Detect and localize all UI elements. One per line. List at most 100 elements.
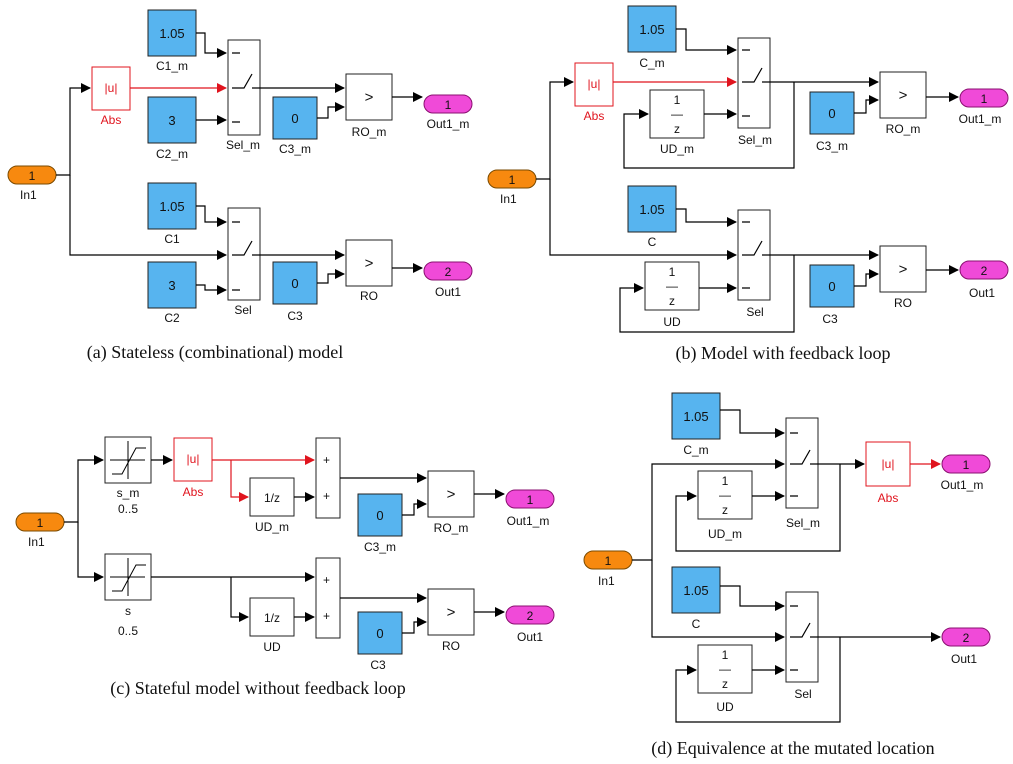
c-block[interactable]	[671, 566, 721, 614]
c2-block[interactable]	[147, 261, 197, 309]
ud-block[interactable]	[644, 261, 700, 311]
c3m-block[interactable]	[809, 91, 855, 135]
udm-block[interactable]	[697, 470, 753, 520]
out1-port[interactable]	[941, 627, 991, 647]
ro-operator: >	[365, 255, 374, 272]
c3-block[interactable]	[357, 611, 403, 655]
panel-c-wires	[64, 455, 505, 634]
c3m-block[interactable]	[272, 96, 318, 140]
sel-switch-glyph	[742, 221, 770, 289]
sm-range: 0..5	[118, 502, 138, 516]
udm-denominator: z	[722, 503, 728, 517]
caption-a: (a) Stateless (combinational) model	[87, 342, 343, 363]
out1m-port[interactable]	[505, 489, 555, 509]
c2-label: C2	[164, 311, 180, 325]
in1-port-number: 1	[29, 169, 36, 183]
ud-bar: —	[719, 662, 731, 676]
out1m-label: Out1_m	[427, 117, 470, 131]
cm-block[interactable]	[627, 5, 677, 53]
ud-block[interactable]	[249, 597, 295, 637]
c-block[interactable]	[627, 185, 677, 233]
ud-numerator: 1	[722, 648, 729, 662]
out1m-port[interactable]	[941, 454, 991, 474]
c3-label: C3	[822, 312, 838, 326]
selm-label: Sel_m	[738, 133, 772, 147]
ro-block[interactable]	[879, 245, 927, 293]
sel-label: Sel	[794, 687, 811, 701]
c3m-block[interactable]	[357, 493, 403, 537]
in1-label: In1	[28, 535, 45, 549]
ro-block[interactable]	[345, 239, 393, 287]
sum-block[interactable]	[315, 557, 341, 639]
abs-block[interactable]	[91, 66, 131, 111]
out1m-port[interactable]	[959, 88, 1009, 108]
out1-port[interactable]	[959, 260, 1009, 280]
abs-text: |u|	[588, 77, 601, 91]
c2m-block[interactable]	[147, 96, 197, 144]
abs-block[interactable]	[173, 437, 213, 482]
ud-bar: —	[666, 279, 678, 293]
out1m-port-number: 1	[527, 493, 534, 507]
selm-block[interactable]	[737, 37, 771, 129]
ro-block[interactable]	[427, 588, 475, 636]
panel-d-wires	[632, 409, 941, 723]
abs-block[interactable]	[574, 62, 614, 107]
udm-bar: —	[671, 107, 683, 121]
ud-label: UD	[663, 315, 681, 329]
in1-port-number: 1	[605, 554, 612, 568]
sel-label: Sel	[234, 303, 251, 317]
out1-port-number: 2	[527, 609, 534, 623]
ro-label: RO	[360, 289, 378, 303]
caption-d: (d) Equivalence at the mutated location	[651, 738, 934, 759]
c3m-value: 0	[376, 508, 383, 523]
c1m-label: C1_m	[156, 59, 188, 73]
abs-block[interactable]	[865, 441, 911, 487]
c-value: 1.05	[639, 202, 664, 217]
rom-block[interactable]	[879, 71, 927, 119]
ud-label: UD	[716, 700, 734, 714]
udm-bar: —	[719, 488, 731, 502]
rom-block[interactable]	[345, 73, 393, 121]
out1m-port-number: 1	[981, 92, 988, 106]
c1m-block[interactable]	[147, 9, 197, 57]
out1-label: Out1	[969, 286, 995, 300]
saturation-icon	[110, 441, 146, 479]
udm-label: UD_m	[708, 527, 742, 541]
selm-switch-glyph	[232, 52, 260, 123]
abs-label: Abs	[584, 109, 605, 123]
ud-block[interactable]	[697, 644, 753, 694]
caption-b: (b) Model with feedback loop	[676, 343, 891, 364]
abs-text: |u|	[105, 81, 118, 95]
udm-block[interactable]	[249, 477, 295, 517]
c1-label: C1	[164, 232, 180, 246]
out1m-label: Out1_m	[507, 514, 550, 528]
c3-block[interactable]	[272, 261, 318, 305]
c3-label: C3	[287, 309, 303, 323]
in1-label: In1	[20, 188, 37, 202]
sel-switch-glyph	[790, 605, 818, 671]
c2-value: 3	[168, 278, 175, 293]
summ-block[interactable]	[315, 437, 341, 519]
cm-block[interactable]	[671, 392, 721, 440]
out1m-port[interactable]	[423, 94, 473, 114]
in1-port-number: 1	[509, 173, 516, 187]
rom-operator: >	[899, 87, 908, 104]
abs-text: |u|	[882, 457, 895, 471]
udm-denominator: z	[674, 122, 680, 136]
out1-port[interactable]	[505, 605, 555, 625]
abs-text: |u|	[187, 452, 200, 466]
out1-label: Out1	[517, 630, 543, 644]
s-range: 0..5	[118, 624, 138, 638]
c1-block[interactable]	[147, 182, 197, 230]
c3-value: 0	[828, 279, 835, 294]
c3-value: 0	[376, 626, 383, 641]
panel-d: 1 In1 1.05 C_m 1 — z UD_m Sel_m |u| Abs …	[583, 392, 991, 759]
panel-a-wires	[56, 32, 423, 295]
cm-label: C_m	[639, 56, 664, 70]
rom-label: RO_m	[886, 122, 921, 136]
rom-operator: >	[365, 89, 374, 106]
ro-label: RO	[442, 639, 460, 653]
udm-label: UD_m	[660, 142, 694, 156]
out1-port[interactable]	[423, 261, 473, 281]
